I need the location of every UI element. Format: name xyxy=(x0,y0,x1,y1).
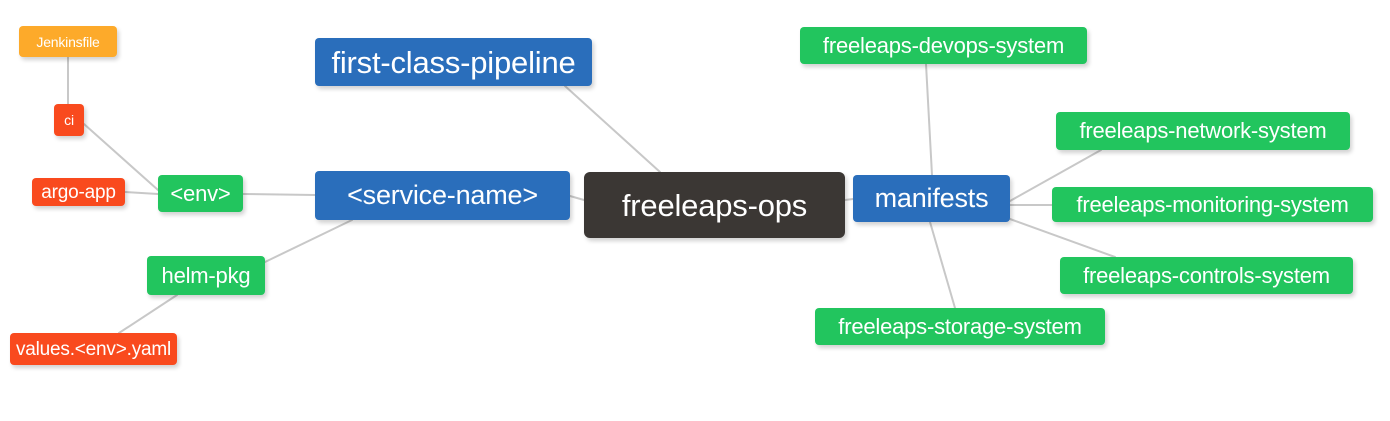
node-manifests[interactable]: manifests xyxy=(853,175,1010,222)
node-devops-system[interactable]: freeleaps-devops-system xyxy=(800,27,1087,64)
node-jenkinsfile[interactable]: Jenkinsfile xyxy=(19,26,117,57)
node-env[interactable]: <env> xyxy=(158,175,243,212)
edge-freeleaps-ops-to-manifests xyxy=(844,198,854,201)
edge-manifests-to-controls-system xyxy=(1009,218,1116,258)
node-service-name[interactable]: <service-name> xyxy=(315,171,570,220)
edge-values-yaml-to-helm-pkg xyxy=(118,294,178,334)
edge-first-class-pipeline-to-freeleaps-ops xyxy=(564,85,661,173)
node-helm-pkg[interactable]: helm-pkg xyxy=(147,256,265,295)
node-freeleaps-ops[interactable]: freeleaps-ops xyxy=(584,172,845,238)
edge-manifests-to-devops-system xyxy=(925,63,933,176)
edge-helm-pkg-to-service-name xyxy=(264,219,353,263)
edge-service-name-to-freeleaps-ops xyxy=(569,195,585,201)
node-network-system[interactable]: freeleaps-network-system xyxy=(1056,112,1350,150)
edge-env-to-service-name xyxy=(242,193,316,196)
node-controls-system[interactable]: freeleaps-controls-system xyxy=(1060,257,1353,294)
edge-manifests-to-storage-system xyxy=(929,221,956,309)
node-values-yaml[interactable]: values.<env>.yaml xyxy=(10,333,177,365)
node-argo-app[interactable]: argo-app xyxy=(32,178,125,206)
node-first-class-pipeline[interactable]: first-class-pipeline xyxy=(315,38,592,86)
node-ci[interactable]: ci xyxy=(54,104,84,136)
node-storage-system[interactable]: freeleaps-storage-system xyxy=(815,308,1105,345)
node-monitoring-system[interactable]: freeleaps-monitoring-system xyxy=(1052,187,1373,222)
edge-argo-app-to-env xyxy=(124,191,159,195)
